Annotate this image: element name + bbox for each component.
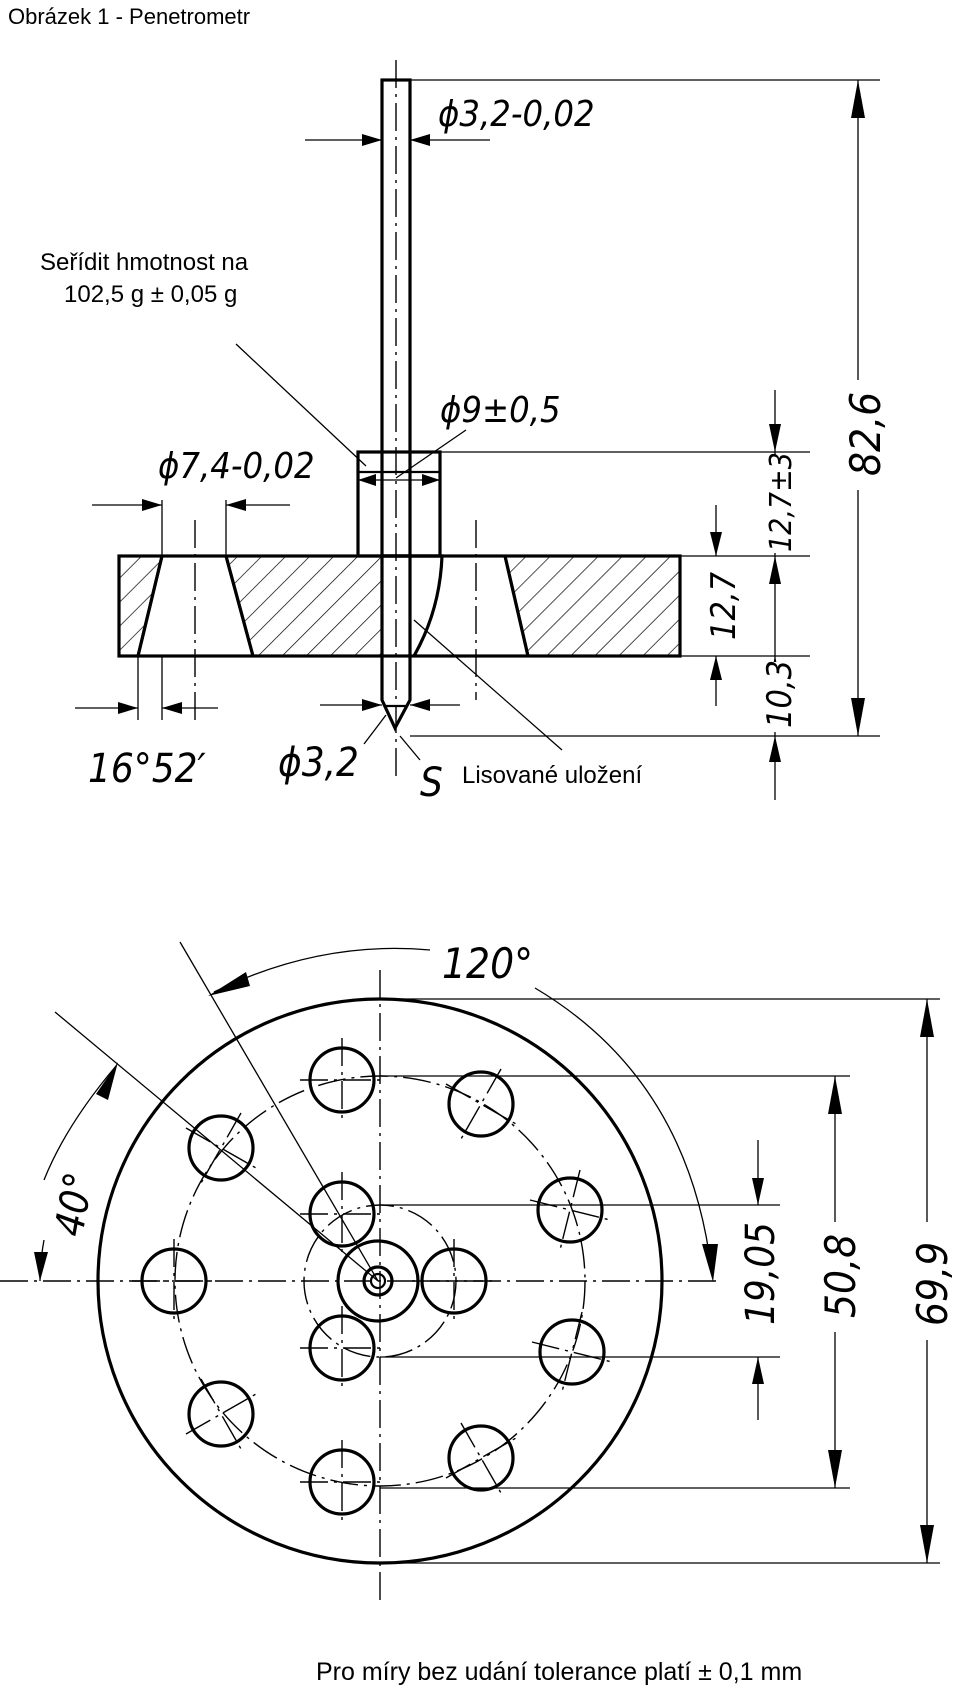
dim-total-height: 82,6 — [840, 80, 890, 736]
disc-hatch-right-mid — [503, 554, 682, 658]
svg-text:12,7: 12,7 — [704, 571, 744, 640]
stem-through-collar — [380, 450, 412, 558]
hub-inner — [362, 1265, 394, 1297]
note-mass-line1: Seřídit hmotnost na — [40, 249, 249, 276]
svg-text:120°: 120° — [442, 939, 533, 988]
collar — [356, 450, 442, 558]
dim-disc-thickness: 12,7 — [704, 505, 744, 706]
footer-note: Pro míry bez udání tolerance platí ± 0,1… — [316, 1658, 802, 1686]
center-cone-hole — [382, 554, 444, 657]
cone-hole-right — [503, 555, 530, 657]
outer-hole-right-upper — [536, 1176, 604, 1244]
dim-hole-diameter: ϕ7,4-0,02 — [92, 446, 315, 511]
dim-stem-diameter: ϕ3,2-0,02 — [305, 94, 595, 146]
tip-label: S — [420, 760, 443, 806]
note-mass-line2: 102,5 g ± 0,05 g — [64, 281, 237, 308]
svg-text:16°52′: 16°52′ — [88, 746, 206, 792]
svg-text:ϕ3,2-0,02: ϕ3,2-0,02 — [438, 94, 595, 135]
outer-hole-right-lower — [538, 1318, 606, 1386]
radial-line-120 — [179, 941, 379, 1282]
disc-section — [117, 554, 682, 658]
dim-collar-height: 12,7±3 — [758, 390, 799, 656]
leader-mass — [235, 343, 367, 467]
dim-angle-120: 120° — [208, 939, 718, 1282]
dim-middle-circle: 50,8 — [816, 1076, 865, 1488]
leader-press-fit — [413, 619, 563, 751]
dim-cone-angle: 16°52′ — [75, 702, 218, 792]
svg-text:ϕ7,4-0,02: ϕ7,4-0,02 — [158, 446, 315, 487]
dim-tip-diameter: ϕ3,2 — [278, 699, 460, 786]
hole-crosshairs — [132, 1038, 613, 1524]
svg-text:ϕ3,2: ϕ3,2 — [278, 740, 359, 786]
dim-tip-length: 10,3 — [758, 656, 800, 800]
svg-text:69,9: 69,9 — [908, 1242, 957, 1326]
svg-text:50,8: 50,8 — [816, 1234, 865, 1318]
side-view: ϕ3,2-0,02 ϕ9±0,5 ϕ7,4-0,02 16°52′ — [40, 60, 890, 806]
dim-angle-40: 40° — [34, 1062, 118, 1282]
svg-text:12,7±3: 12,7±3 — [764, 452, 799, 552]
dim-collar-diameter: ϕ9±0,5 — [358, 390, 561, 486]
dim-outer-diameter: 69,9 — [908, 999, 957, 1563]
outer-hole-top-right — [447, 1070, 515, 1138]
svg-text:40°: 40° — [47, 1169, 103, 1240]
dim-inner-circle: 19,05 — [738, 1140, 784, 1420]
note-press-fit: Lisované uložení — [462, 762, 642, 789]
svg-text:19,05: 19,05 — [738, 1222, 784, 1325]
svg-text:ϕ9±0,5: ϕ9±0,5 — [440, 390, 561, 431]
hub-center — [369, 1272, 387, 1290]
figure-caption: Obrázek 1 - Penetrometr — [8, 4, 250, 29]
outer-hole-top-left — [187, 1114, 255, 1182]
svg-text:82,6: 82,6 — [841, 392, 890, 476]
top-view: 120° 40° 19,05 — [0, 939, 957, 1605]
outer-hole-bottom-right — [447, 1424, 515, 1492]
outer-hole-bottom-left — [187, 1380, 255, 1448]
radial-line-40 — [54, 1011, 379, 1282]
needle-lower — [380, 556, 412, 732]
cone-hole-left — [136, 555, 255, 657]
svg-text:10,3: 10,3 — [760, 660, 800, 728]
